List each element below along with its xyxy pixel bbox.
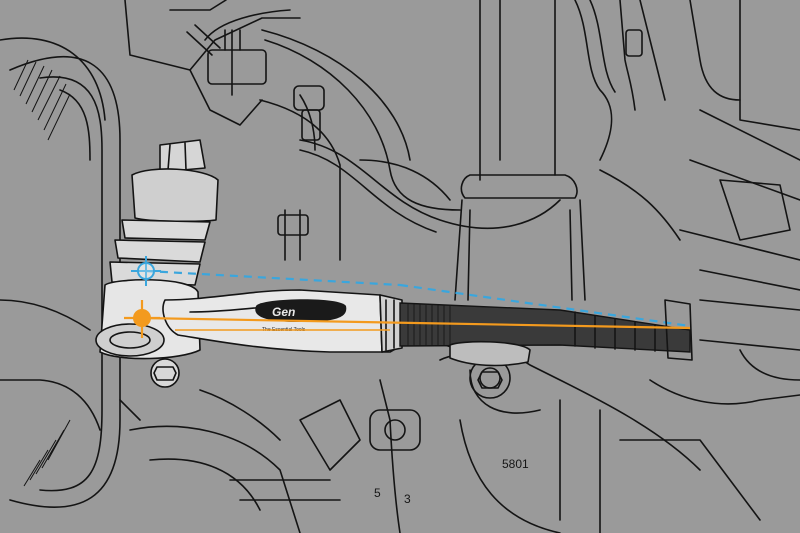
part-number-3: 3 — [404, 492, 411, 506]
hose-loop — [277, 139, 561, 261]
upper-structure — [124, 0, 461, 261]
blue-reference-line — [145, 269, 691, 328]
orange-axis-line — [141, 316, 691, 331]
rod-bracket — [449, 340, 531, 367]
pivot-target-outline-icon — [131, 256, 161, 286]
part-number-5: 5 — [374, 486, 381, 500]
tie-rod-boot — [109, 139, 219, 286]
lower-left-bracket — [119, 389, 361, 533]
shock-absorber — [454, 0, 586, 301]
right-side-hoses — [359, 0, 800, 291]
logo-text: Gen — [272, 305, 295, 319]
part-number-5801: 5801 — [502, 457, 529, 471]
brake-rotor — [0, 37, 121, 508]
pivot-target-icon — [124, 300, 160, 338]
threaded-rod — [399, 299, 693, 361]
